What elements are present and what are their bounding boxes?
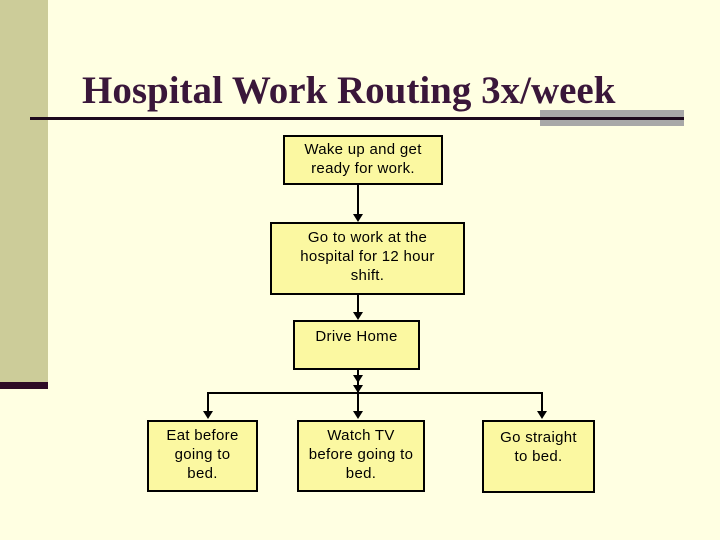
arrow-down-icon: [537, 411, 547, 419]
flow-node-wake-up: Wake up and get ready for work.: [283, 135, 443, 185]
sidebar-bar: [0, 0, 48, 382]
connector-branch-to-straight-line: [541, 392, 543, 412]
flow-node-straight-to-bed: Go straight to bed.: [482, 420, 595, 493]
branch-horizontal-line: [207, 392, 543, 394]
flow-node-eat-before-bed: Eat before going to bed.: [147, 420, 258, 492]
title-rule-line: [30, 117, 684, 120]
arrow-down-icon: [203, 411, 213, 419]
connector-branch-to-tv-line: [357, 394, 359, 412]
arrow-down-icon: [353, 411, 363, 419]
connector-wake-to-work-line: [357, 185, 359, 215]
arrow-down-icon: [353, 385, 363, 393]
arrow-down-icon: [353, 375, 363, 383]
connector-branch-to-eat-line: [207, 392, 209, 412]
arrow-down-icon: [353, 214, 363, 222]
connector-work-to-drive-line: [357, 295, 359, 313]
flow-node-watch-tv: Watch TV before going to bed.: [297, 420, 425, 492]
arrow-down-icon: [353, 312, 363, 320]
flow-node-drive-home: Drive Home: [293, 320, 420, 370]
page-title: Hospital Work Routing 3x/week: [82, 69, 616, 113]
sidebar-accent-bar: [0, 382, 48, 389]
flow-node-go-to-work: Go to work at the hospital for 12 hour s…: [270, 222, 465, 295]
